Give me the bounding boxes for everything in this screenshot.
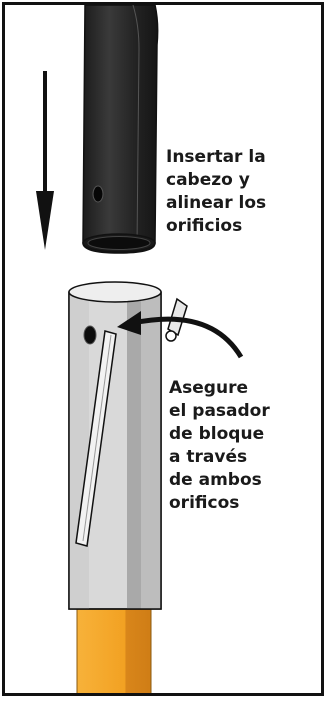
- insert-line-2: cabezo y: [166, 170, 250, 190]
- down-arrow-icon: [36, 71, 54, 250]
- secure-line-2: el pasador: [169, 401, 270, 421]
- insert-line-4: orificios: [166, 216, 243, 236]
- upper-tube-hole: [92, 185, 104, 203]
- lower-tube: [68, 281, 162, 610]
- diagram-frame: Insertar la cabezo y alinear los orifici…: [2, 2, 324, 696]
- secure-line-1: Asegure: [169, 378, 248, 398]
- insert-instruction: Insertar la cabezo y alinear los orifici…: [166, 146, 266, 238]
- upper-tube: [82, 5, 159, 254]
- secure-instruction: Asegure el pasador de bloque a través de…: [169, 377, 270, 515]
- assembly-illustration: [36, 5, 244, 693]
- insert-line-1: Insertar la: [166, 147, 266, 167]
- orange-handle: [76, 604, 152, 693]
- secure-line-5: de ambos: [169, 470, 262, 490]
- insert-line-3: alinear los: [166, 193, 267, 213]
- secure-line-3: de bloque: [169, 424, 265, 444]
- secure-line-6: orificos: [169, 493, 240, 513]
- lower-tube-hole: [83, 325, 97, 345]
- secure-line-4: a través: [169, 447, 248, 467]
- curved-arrow-icon: [117, 311, 244, 359]
